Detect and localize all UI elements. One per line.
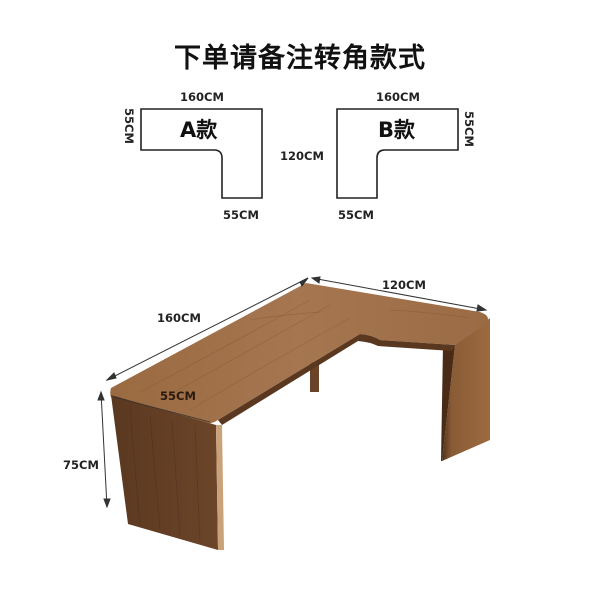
variant-b-top-width: 160CM (376, 90, 420, 104)
variant-b-outline (336, 108, 459, 199)
desk-return-label: 120CM (382, 278, 426, 292)
desk-back-leg (310, 362, 319, 392)
variant-b-bottom-width: 55CM (338, 208, 374, 222)
variant-a-top-width: 160CM (180, 90, 224, 104)
desk-left-leg (111, 395, 218, 550)
shared-length-label: 120CM (280, 149, 324, 163)
variant-a-bottom-width: 55CM (223, 208, 259, 222)
variant-a-side-depth: 55CM (122, 108, 136, 144)
desk-length-label: 160CM (157, 311, 201, 325)
variant-a-name: A款 (180, 118, 218, 142)
desk-right-leg (442, 318, 490, 461)
variant-b-side-depth: 55CM (462, 111, 476, 147)
desk-height-label: 75CM (63, 458, 99, 472)
desk-top (110, 283, 488, 424)
variant-b-name: B款 (378, 118, 416, 142)
desk-depth-label: 55CM (160, 389, 196, 403)
variant-a-outline (140, 108, 263, 199)
page-title: 下单请备注转角款式 (174, 43, 426, 74)
